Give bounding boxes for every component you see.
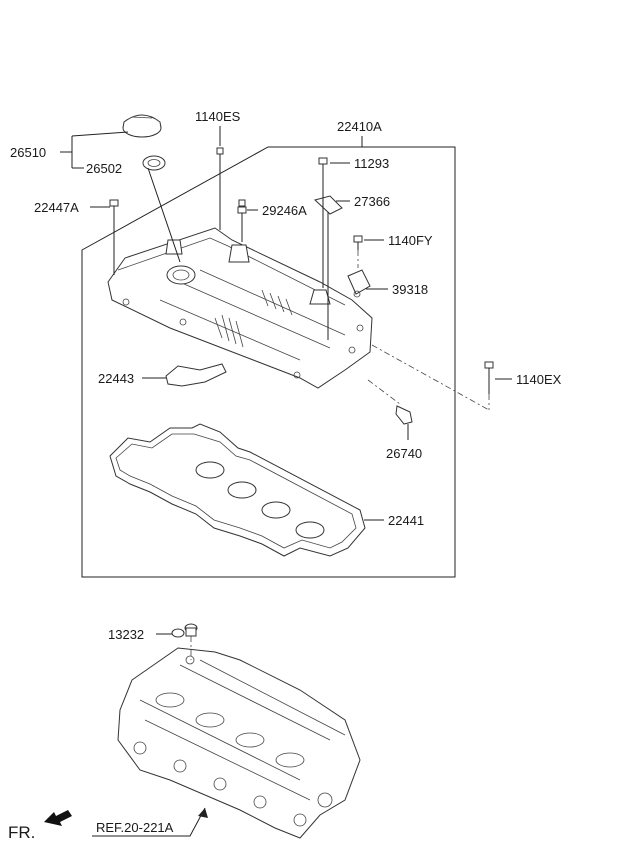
label-front: FR. (8, 823, 35, 842)
front-arrow-icon (44, 810, 72, 826)
assembly-frame (81, 146, 456, 578)
bolt-1140FY (353, 235, 363, 250)
valve-29246A (237, 199, 247, 214)
filler-cap-gasket (142, 155, 166, 171)
sensor-39318 (347, 269, 371, 298)
bolt-1140ES (216, 147, 224, 162)
cylinder-head-cover (107, 227, 373, 389)
bracket-27366 (313, 195, 343, 215)
label-26502: 26502 (86, 161, 122, 176)
spark-plug-gasket (165, 363, 227, 387)
bolt-11293 (318, 157, 328, 176)
label-ref: REF.20-221A (96, 820, 174, 835)
label-11293: 11293 (354, 156, 389, 171)
bolt-1140EX (484, 361, 494, 394)
label-22443: 22443 (98, 371, 134, 386)
label-29246A: 29246A (262, 203, 307, 218)
leader-lines (60, 126, 512, 837)
label-26740: 26740 (386, 446, 422, 461)
label-1140EX: 1140EX (516, 372, 562, 387)
oil-filler-cap (122, 114, 162, 138)
label-22447A: 22447A (34, 200, 79, 215)
label-1140ES: 1140ES (195, 109, 241, 124)
label-13232: 13232 (108, 627, 144, 642)
bolt-22447A (109, 199, 119, 218)
cover-gasket (109, 423, 366, 557)
label-22441: 22441 (388, 513, 424, 528)
sensor-26740 (395, 405, 413, 425)
cylinder-head (117, 647, 361, 839)
label-1140FY: 1140FY (388, 233, 433, 248)
label-22410A: 22410A (337, 119, 382, 134)
plug-13232 (171, 623, 198, 638)
label-39318: 39318 (392, 282, 428, 297)
label-27366: 27366 (354, 194, 390, 209)
ref-arrow-icon (198, 808, 208, 818)
label-26510: 26510 (10, 145, 46, 160)
